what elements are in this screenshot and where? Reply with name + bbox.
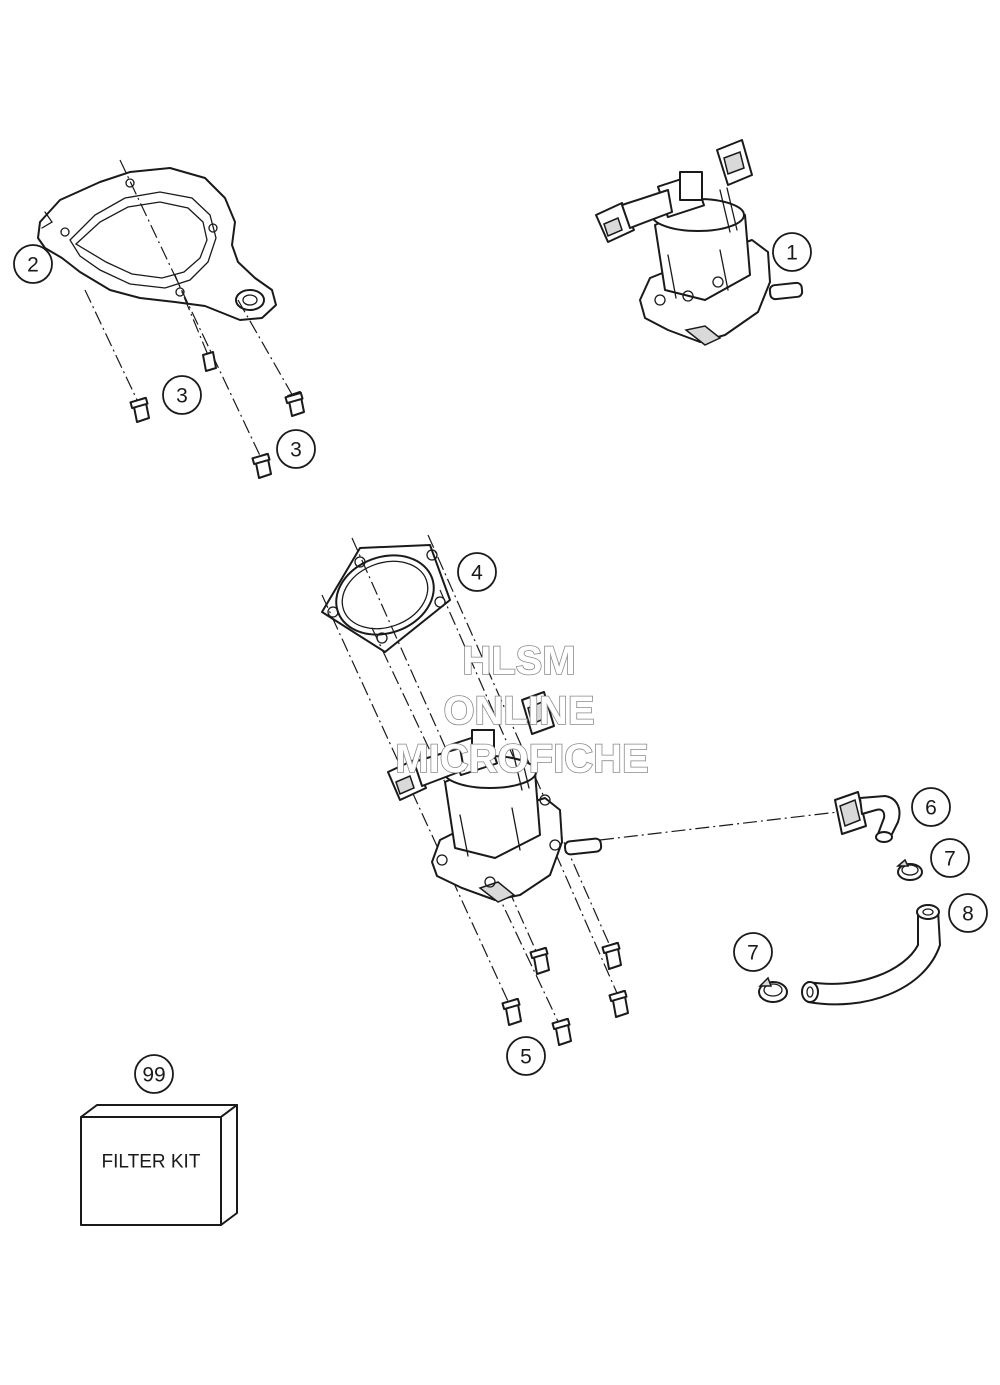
filter-kit-box[interactable]: FILTER KIT xyxy=(80,1104,238,1226)
filter-kit-label: FILTER KIT xyxy=(102,1152,201,1173)
watermark: HLSM ONLINE MICROFICHE xyxy=(395,638,650,782)
callout-4[interactable]: 4 xyxy=(457,552,497,592)
callout-label: 3 xyxy=(176,385,188,408)
screw-part-3[interactable] xyxy=(284,391,305,417)
callout-label: 2 xyxy=(27,254,39,277)
callout-5[interactable]: 5 xyxy=(506,1036,546,1076)
callout-7b[interactable]: 7 xyxy=(733,932,773,972)
screw-part-3[interactable] xyxy=(202,351,217,372)
screw-part-3[interactable] xyxy=(129,396,150,423)
assembly-line xyxy=(599,811,839,841)
screw-part-5[interactable] xyxy=(501,997,522,1026)
fuel-pump-assembly-center[interactable] xyxy=(387,691,603,903)
callout-label: 8 xyxy=(962,903,974,926)
callout-label: 1 xyxy=(786,242,798,265)
screw-part-5[interactable] xyxy=(551,1017,572,1046)
callout-6[interactable]: 6 xyxy=(911,787,951,827)
hose-clamp-part-7[interactable] xyxy=(895,858,923,881)
assembly-line xyxy=(321,594,513,1011)
callout-label: 99 xyxy=(142,1064,165,1087)
callout-label: 7 xyxy=(747,942,759,965)
assembly-line xyxy=(84,289,139,403)
assembly-line xyxy=(174,274,211,361)
gasket-part-4[interactable] xyxy=(321,542,451,653)
callout-label: 5 xyxy=(520,1046,532,1069)
screw-part-5[interactable] xyxy=(608,989,629,1018)
callout-1[interactable]: 1 xyxy=(772,232,812,272)
screw-part-5[interactable] xyxy=(601,941,622,970)
callout-7a[interactable]: 7 xyxy=(930,838,970,878)
callout-label: 3 xyxy=(290,439,302,462)
callout-label: 7 xyxy=(944,848,956,871)
bracket-part-2[interactable] xyxy=(37,167,277,321)
watermark-line-2: ONLINE xyxy=(443,689,594,733)
callout-3b[interactable]: 3 xyxy=(276,429,316,469)
screw-part-5[interactable] xyxy=(529,946,550,975)
assembly-line xyxy=(237,299,295,399)
callout-label: 6 xyxy=(925,797,937,820)
callout-99[interactable]: 99 xyxy=(134,1054,174,1094)
screw-part-3[interactable] xyxy=(251,452,272,479)
callout-label: 4 xyxy=(471,562,483,585)
watermark-line-1: HLSM xyxy=(462,639,575,683)
hose-part-8[interactable] xyxy=(801,904,941,1006)
hose-clamp-part-7[interactable] xyxy=(758,976,788,1003)
assembly-line xyxy=(119,159,264,463)
assembly-line xyxy=(427,534,615,956)
fuel-pump-part-1[interactable] xyxy=(595,139,804,346)
elbow-connector-part-6[interactable] xyxy=(834,791,901,843)
watermark-line-3: MICROFICHE xyxy=(395,737,648,781)
callout-2[interactable]: 2 xyxy=(13,244,53,284)
callout-3a[interactable]: 3 xyxy=(162,375,202,415)
callout-8[interactable]: 8 xyxy=(948,893,988,933)
